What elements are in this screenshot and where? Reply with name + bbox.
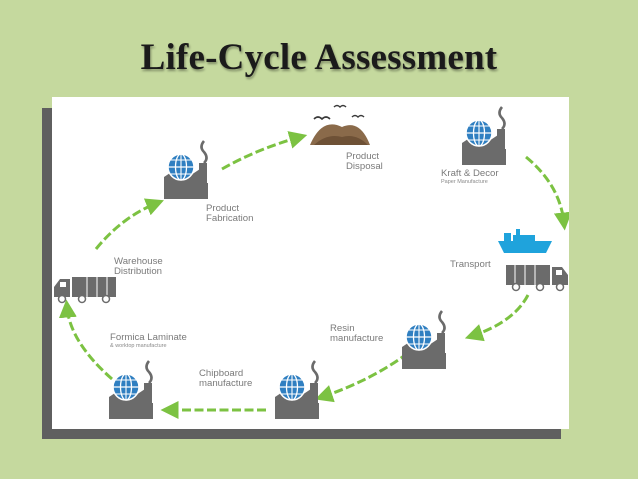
arrow-warehouse-to-fabrication [94, 198, 164, 250]
life-cycle-diagram: Product Disposal Kraft & Decor Paper Man… [52, 97, 569, 429]
factory-globe-icon [460, 105, 508, 167]
arrow-resin-to-chipboard [314, 351, 409, 403]
slide-title: Life-Cycle Assessment [140, 37, 498, 78]
arrow-fabrication-to-disposal [221, 131, 308, 171]
stage-label-chipboard: Chipboard manufacture [199, 368, 253, 389]
stage-label-disposal: Product Disposal [346, 151, 383, 172]
ship-icon [498, 229, 552, 253]
stage-label-fabrication: Product Fabrication [206, 203, 254, 224]
dirt-pile-with-birds-icon [310, 104, 370, 145]
stage-label-formica: Formica Laminate & worktop manufacture [110, 332, 187, 350]
cycle-arrows [58, 131, 569, 419]
stage-label-warehouse: Warehouse Distribution [114, 256, 163, 277]
factory-globe-icon [107, 359, 155, 421]
arrow-kraft-to-transport [525, 155, 569, 231]
factory-globe-icon [273, 359, 321, 421]
stage-label-transport: Transport [450, 259, 491, 270]
truck-icon [53, 276, 117, 304]
factory-globe-icon [400, 309, 448, 371]
truck-icon [505, 264, 569, 292]
stage-label-resin: Resin manufacture [330, 323, 384, 344]
stage-label-kraft: Kraft & Decor Paper Manufacture [441, 168, 499, 186]
factory-globe-icon [162, 139, 210, 201]
arrow-formica-to-warehouse [58, 299, 113, 381]
arrow-transport-to-resin [464, 294, 530, 342]
diagram-canvas [53, 104, 569, 421]
